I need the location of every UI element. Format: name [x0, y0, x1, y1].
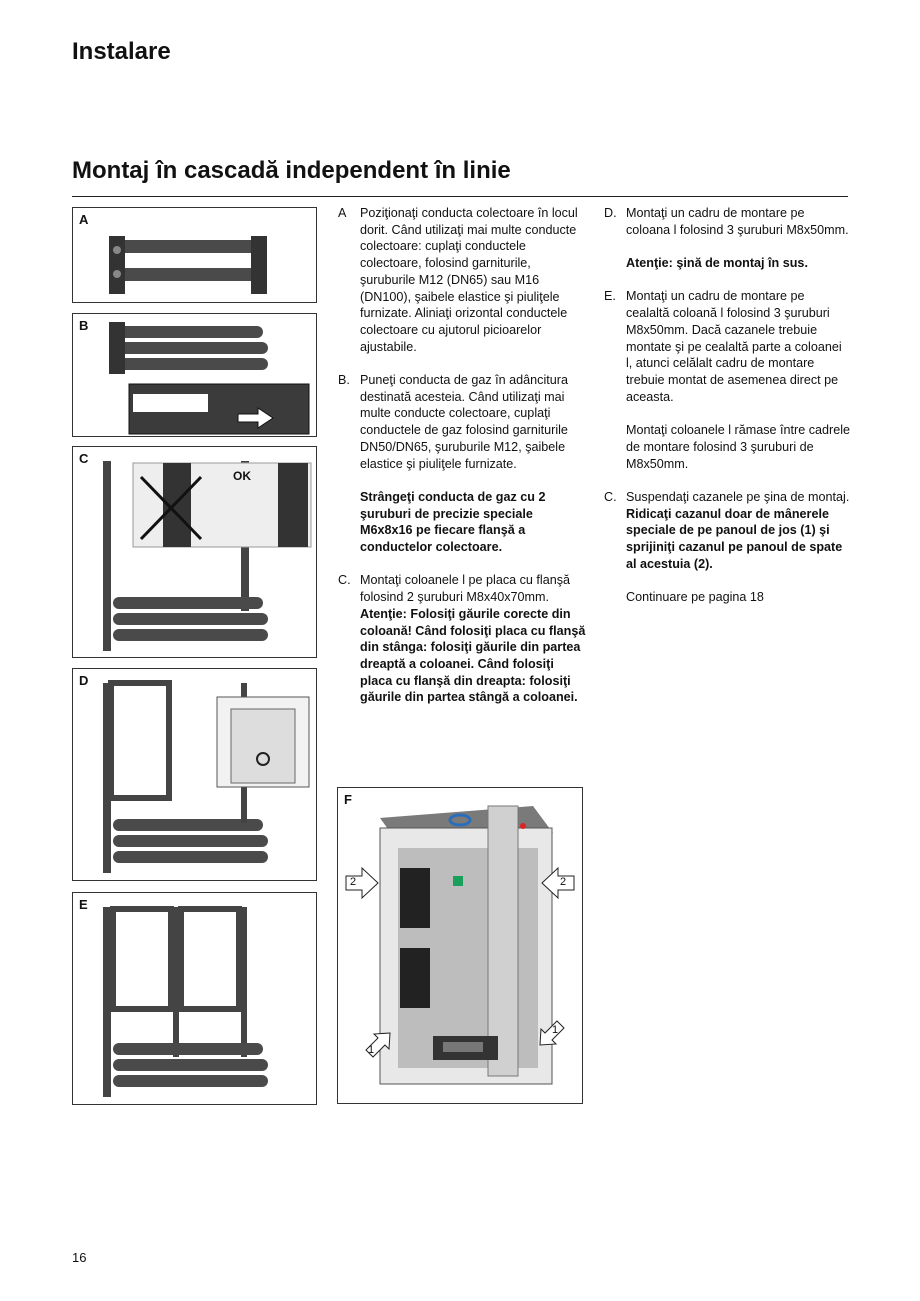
figure-c-label: C — [79, 451, 89, 466]
step-e: E. Montaţi un cadru de montare pe cealal… — [604, 288, 850, 472]
step-d: D. Montaţi un cadru de montare pe coloan… — [604, 205, 850, 272]
step-d-marker: D. — [604, 206, 617, 220]
arrow-1-right-label: 1 — [552, 1024, 559, 1036]
figure-d-drawing — [103, 680, 310, 873]
arrow-2-right-label: 2 — [560, 876, 567, 888]
figure-c-ok-label: OK — [233, 469, 251, 483]
step-b-marker: B. — [338, 373, 350, 388]
step-e-marker: E. — [604, 289, 616, 304]
arrow-2-left-label: 2 — [350, 876, 357, 888]
figure-e: E — [72, 892, 317, 1105]
figure-b-label: B — [79, 318, 89, 333]
arrow-1-left-label: 1 — [368, 1044, 375, 1056]
figure-f-label: F — [344, 792, 352, 807]
step-d-bold: Atenţie: şină de montaj în sus. — [626, 256, 808, 271]
figure-e-label: E — [79, 897, 88, 912]
figure-b: B — [72, 313, 317, 437]
step-c-text: Montaţi coloanele l pe placa cu flanşă f… — [360, 573, 571, 605]
section-divider — [72, 196, 848, 197]
step-c2-marker: C. — [604, 489, 617, 504]
step-b-text: Puneţi conducta de gaz în adâncitura des… — [360, 373, 568, 471]
step-c2-bold: Ridicaţi cazanul doar de mânerele specia… — [626, 506, 843, 571]
step-a: A Poziţionaţi conducta colectoare în loc… — [338, 205, 586, 355]
step-d-text: Montaţi un cadru de montare pe coloana l… — [626, 206, 849, 237]
text-column-2: D. Montaţi un cadru de montare pe coloan… — [604, 205, 850, 622]
step-b-bold: Strângeţi conducta de gaz cu 2 şuruburi … — [360, 489, 546, 555]
section-title: Montaj în cascadă independent în linie — [72, 157, 511, 184]
header-title: Instalare — [72, 38, 171, 65]
figure-d: D — [72, 668, 317, 881]
figure-a: A — [72, 207, 317, 303]
figure-e-drawing — [103, 906, 268, 1097]
step-b: B. Puneţi conducta de gaz în adâncitura … — [338, 372, 586, 556]
step-c: C. Montaţi coloanele l pe placa cu flanş… — [338, 572, 586, 706]
figure-f: F 2 2 1 1 — [337, 787, 583, 1104]
page-number: 16 — [72, 1250, 87, 1265]
figure-c: C OK — [72, 446, 317, 658]
continue-note: Continuare pe pagina 18 — [626, 590, 764, 605]
figure-a-drawing — [109, 236, 267, 294]
figure-a-label: A — [79, 212, 89, 227]
step-e-text: Montaţi un cadru de montare pe cealaltă … — [626, 289, 842, 404]
step-c2-text: Suspendaţi cazanele pe şina de montaj. — [626, 489, 850, 504]
step-c2: C. Suspendaţi cazanele pe şina de montaj… — [604, 489, 850, 606]
figure-f-drawing — [345, 805, 575, 1085]
step-e-text-2: Montaţi coloanele l rămase între cadrele… — [626, 423, 851, 471]
step-c-bold: Atenţie: Folosiţi găurile corecte din co… — [360, 606, 586, 705]
step-c-marker: C. — [338, 573, 351, 588]
step-a-marker: A — [338, 206, 347, 220]
figure-b-drawing — [109, 322, 310, 435]
text-column-1: A Poziţionaţi conducta colectoare în loc… — [338, 205, 586, 723]
step-a-text: Poziţionaţi conducta colectoare în locul… — [360, 206, 578, 354]
figure-d-label: D — [79, 673, 89, 688]
figure-c-drawing — [103, 461, 312, 651]
